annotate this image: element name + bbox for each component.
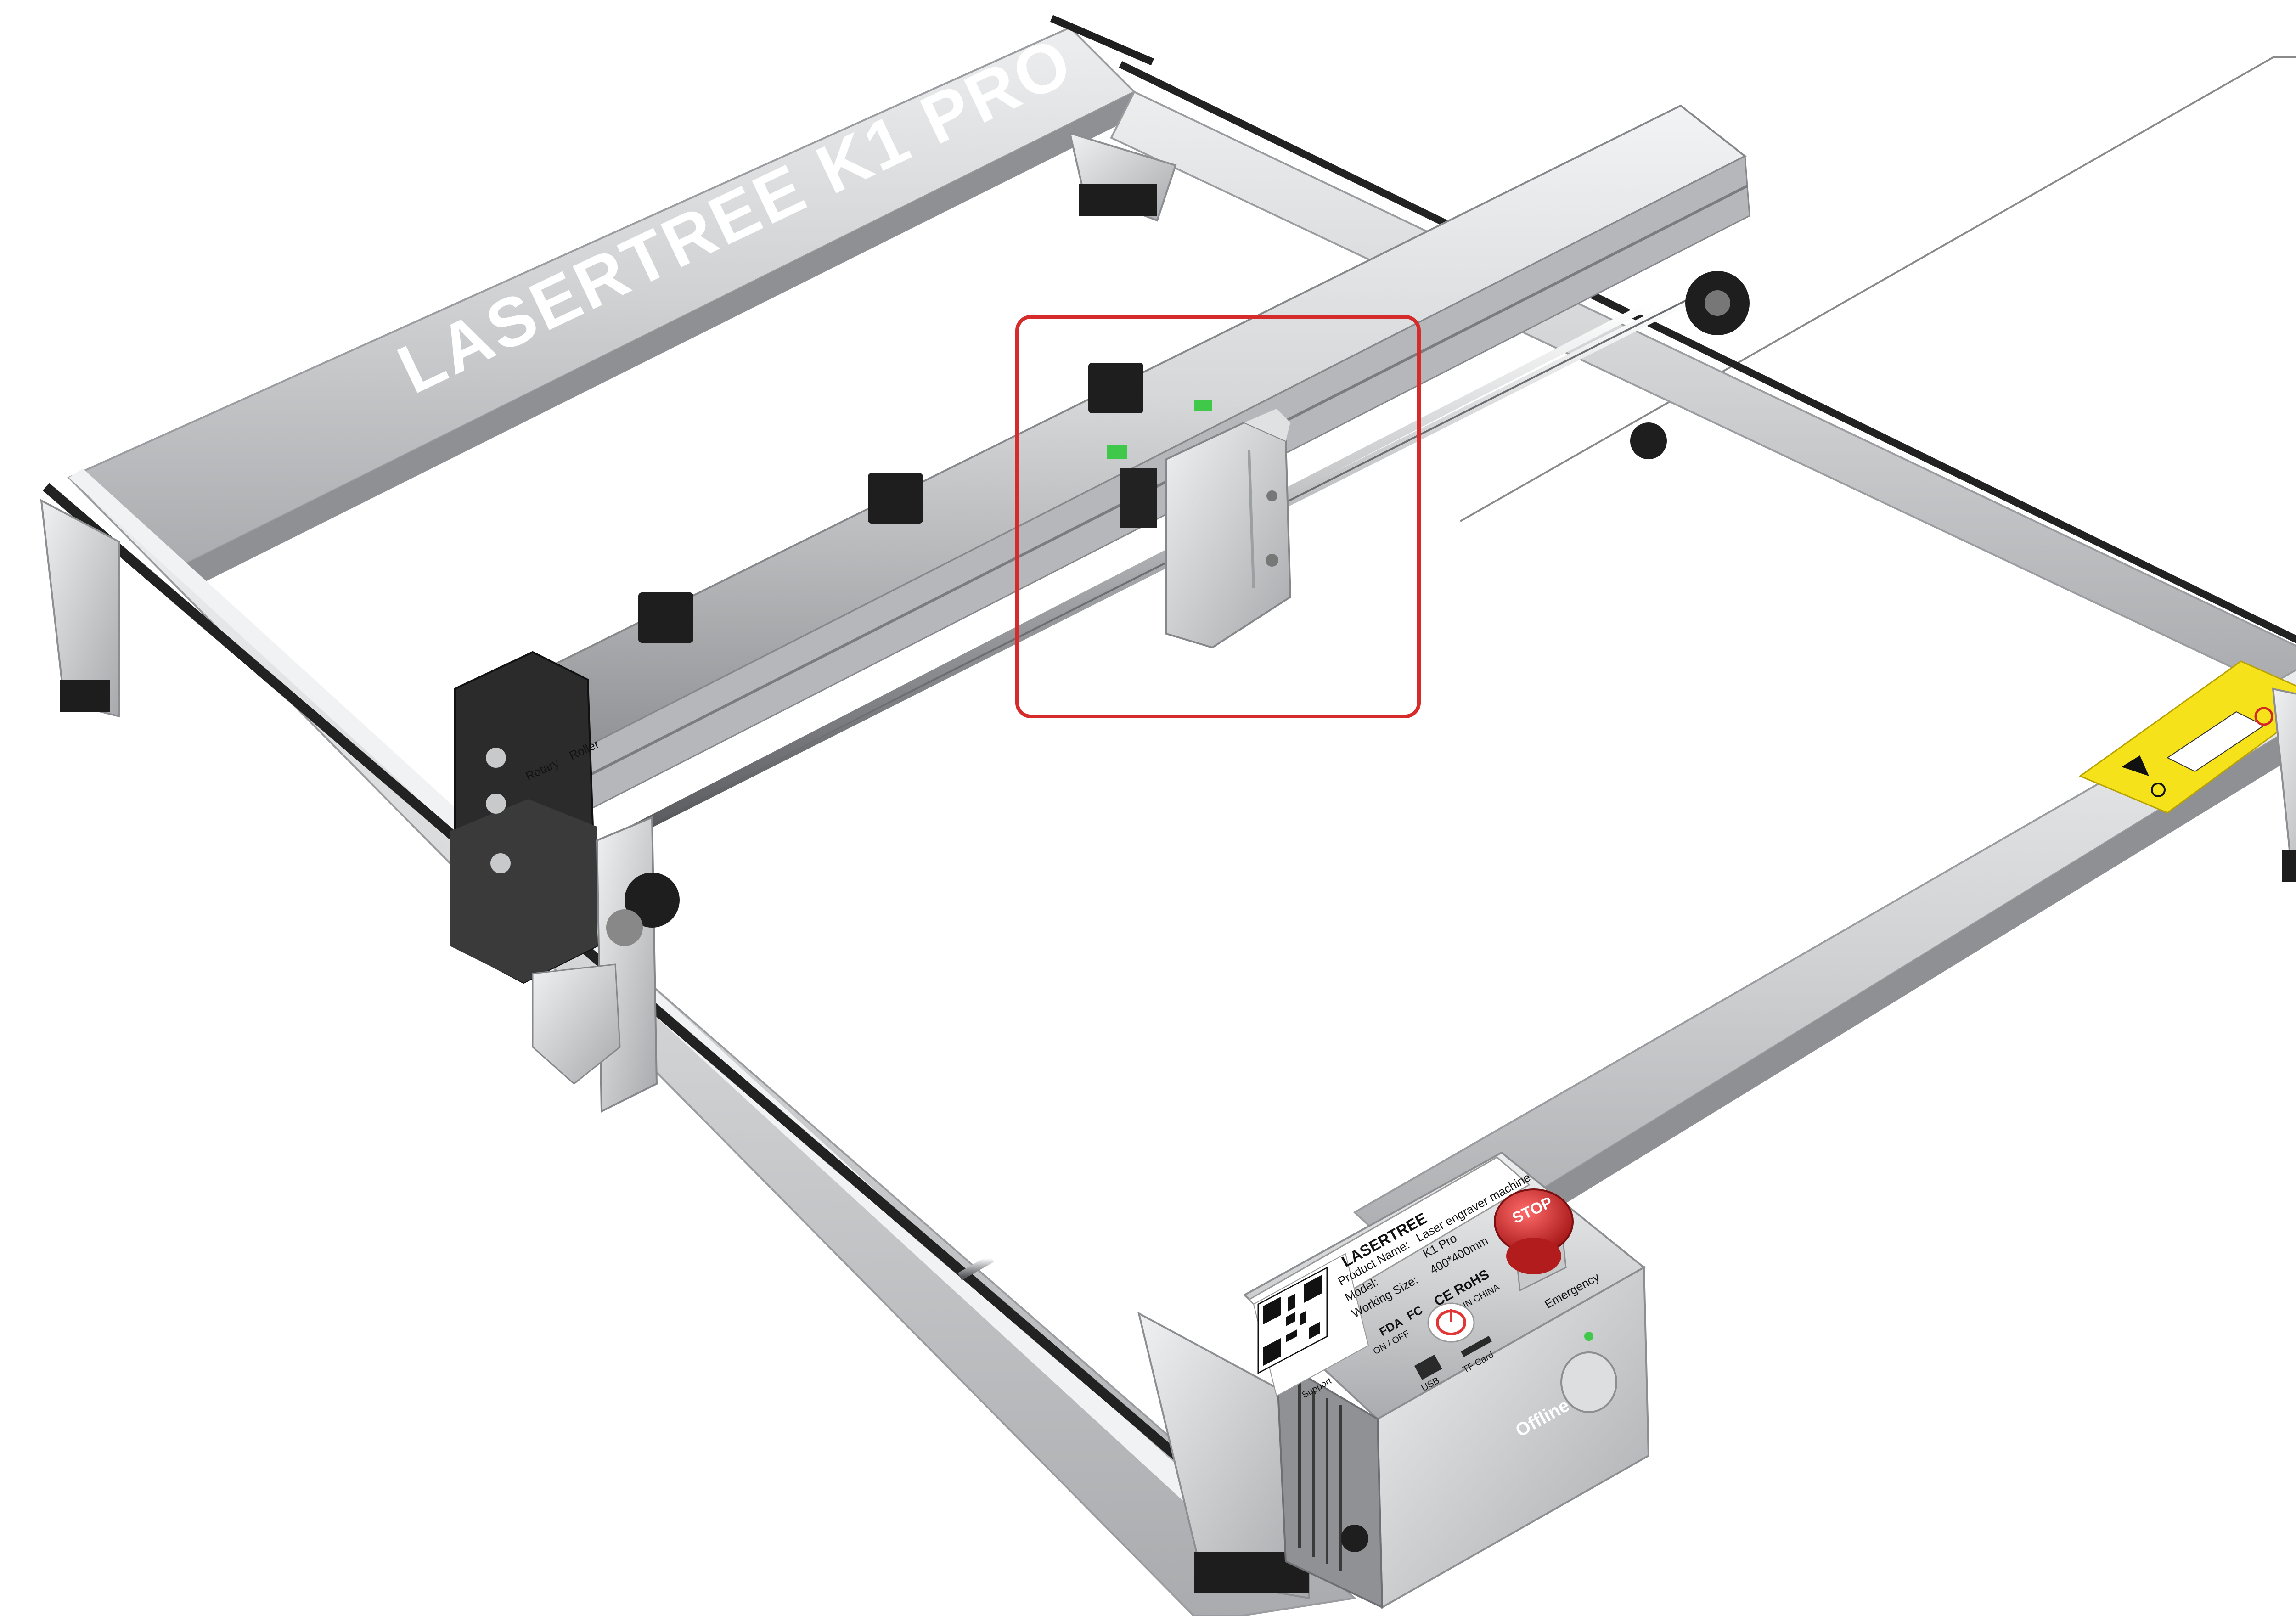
offline-button[interactable]	[1560, 1332, 1617, 1413]
side-stud	[957, 1255, 994, 1280]
laser-carriage	[1107, 400, 1292, 649]
right-pulley	[1630, 271, 1750, 459]
frame-leg-front	[1137, 1312, 1310, 1599]
usb-port[interactable]	[1414, 1355, 1442, 1380]
highlight-box	[1015, 315, 1421, 718]
power-button[interactable]	[1427, 1302, 1475, 1343]
tf-card-slot[interactable]	[1460, 1335, 1492, 1357]
product-label	[1248, 1156, 1531, 1397]
callout-line	[1460, 56, 2296, 522]
x-gantry-rod	[608, 299, 1655, 844]
left-frame-bar	[42, 468, 1357, 1616]
warning-sticker	[2078, 660, 2296, 814]
qr-code	[1257, 1266, 1328, 1374]
left-gantry-bracket	[532, 816, 680, 1113]
cable-clips	[638, 363, 1143, 643]
frame-leg-back	[1069, 132, 1177, 222]
frame-leg-back-left	[40, 499, 120, 718]
brand-engraving: LASERTREE K1 PRO	[386, 21, 1085, 408]
left-motor-housing	[450, 651, 598, 984]
emergency-stop-button[interactable]	[1494, 1188, 1574, 1292]
frame-leg-right	[2272, 687, 2296, 882]
